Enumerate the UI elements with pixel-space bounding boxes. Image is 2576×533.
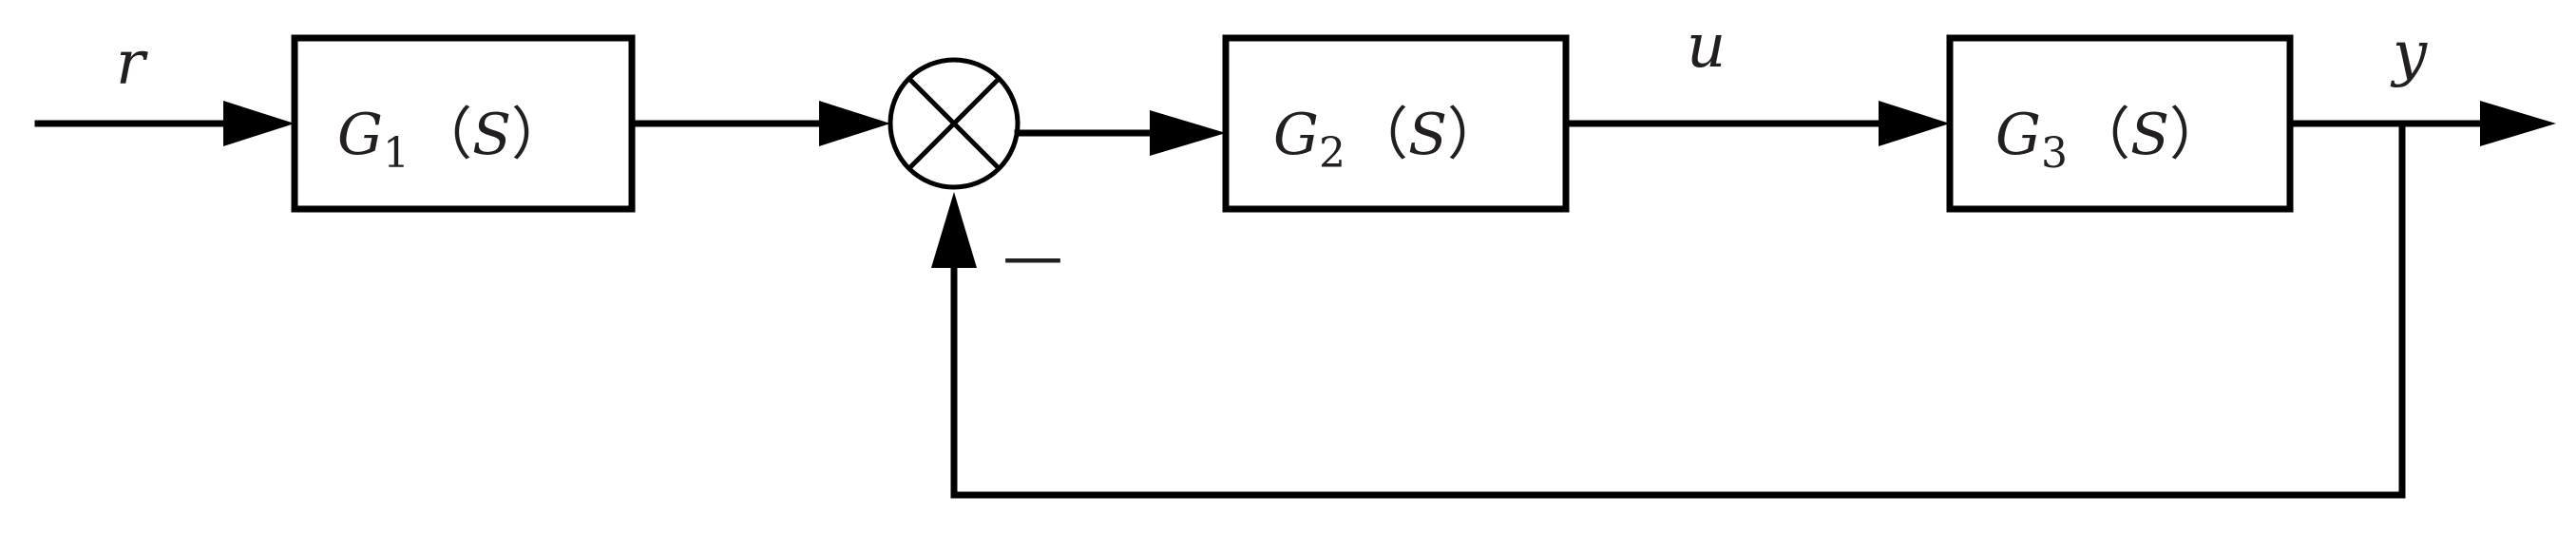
block-g1-name: G — [337, 102, 383, 168]
block-g3-box — [1946, 34, 2294, 213]
block-g3-label: G3（S） — [1995, 102, 2226, 178]
signal-label-input: r — [116, 29, 148, 99]
block-g3-close-paren: ） — [2169, 102, 2226, 168]
summing-junction-cross-b — [907, 77, 1001, 170]
block-g3-open-paren: （ — [2073, 102, 2130, 168]
block-g2-name: G — [1273, 102, 1319, 168]
block-g3-argument: S — [2130, 102, 2169, 168]
block-g2-subscript: 2 — [1319, 129, 1345, 178]
signal-label-control: u — [1687, 11, 1726, 82]
block-g1-label: G1（S） — [337, 102, 568, 178]
g1-to-sum-arrowhead — [819, 101, 890, 146]
block-g2-argument: S — [1408, 102, 1447, 168]
summing-junction — [887, 57, 1021, 190]
feedback-sign-minus: — — [1002, 222, 1063, 293]
signal-label-output: y — [2390, 19, 2428, 89]
block-g2: G2（S） — [1222, 34, 1570, 213]
block-g2-label: G2（S） — [1273, 102, 1504, 178]
block-g3: G3（S） — [1946, 34, 2294, 213]
block-g1: G1（S） — [291, 34, 636, 213]
block-g1-argument: S — [472, 102, 511, 168]
feedback-wire — [950, 120, 2406, 499]
g2-to-g3-arrowhead — [1879, 101, 1950, 146]
block-g1-subscript: 1 — [383, 129, 410, 178]
output-arrowhead — [2480, 101, 2556, 146]
block-g3-subscript: 3 — [2041, 129, 2068, 178]
block-g2-open-paren: （ — [1351, 102, 1408, 168]
block-g1-open-paren: （ — [415, 102, 472, 168]
block-g3-name: G — [1995, 102, 2041, 168]
block-g2-close-paren: ） — [1447, 102, 1504, 168]
sum-to-g2-arrowhead — [1150, 110, 1226, 156]
block-g2-box — [1222, 34, 1570, 213]
feedback-arrowhead — [931, 192, 977, 268]
block-g1-close-paren: ） — [511, 102, 568, 168]
input-arrowhead — [223, 101, 295, 146]
